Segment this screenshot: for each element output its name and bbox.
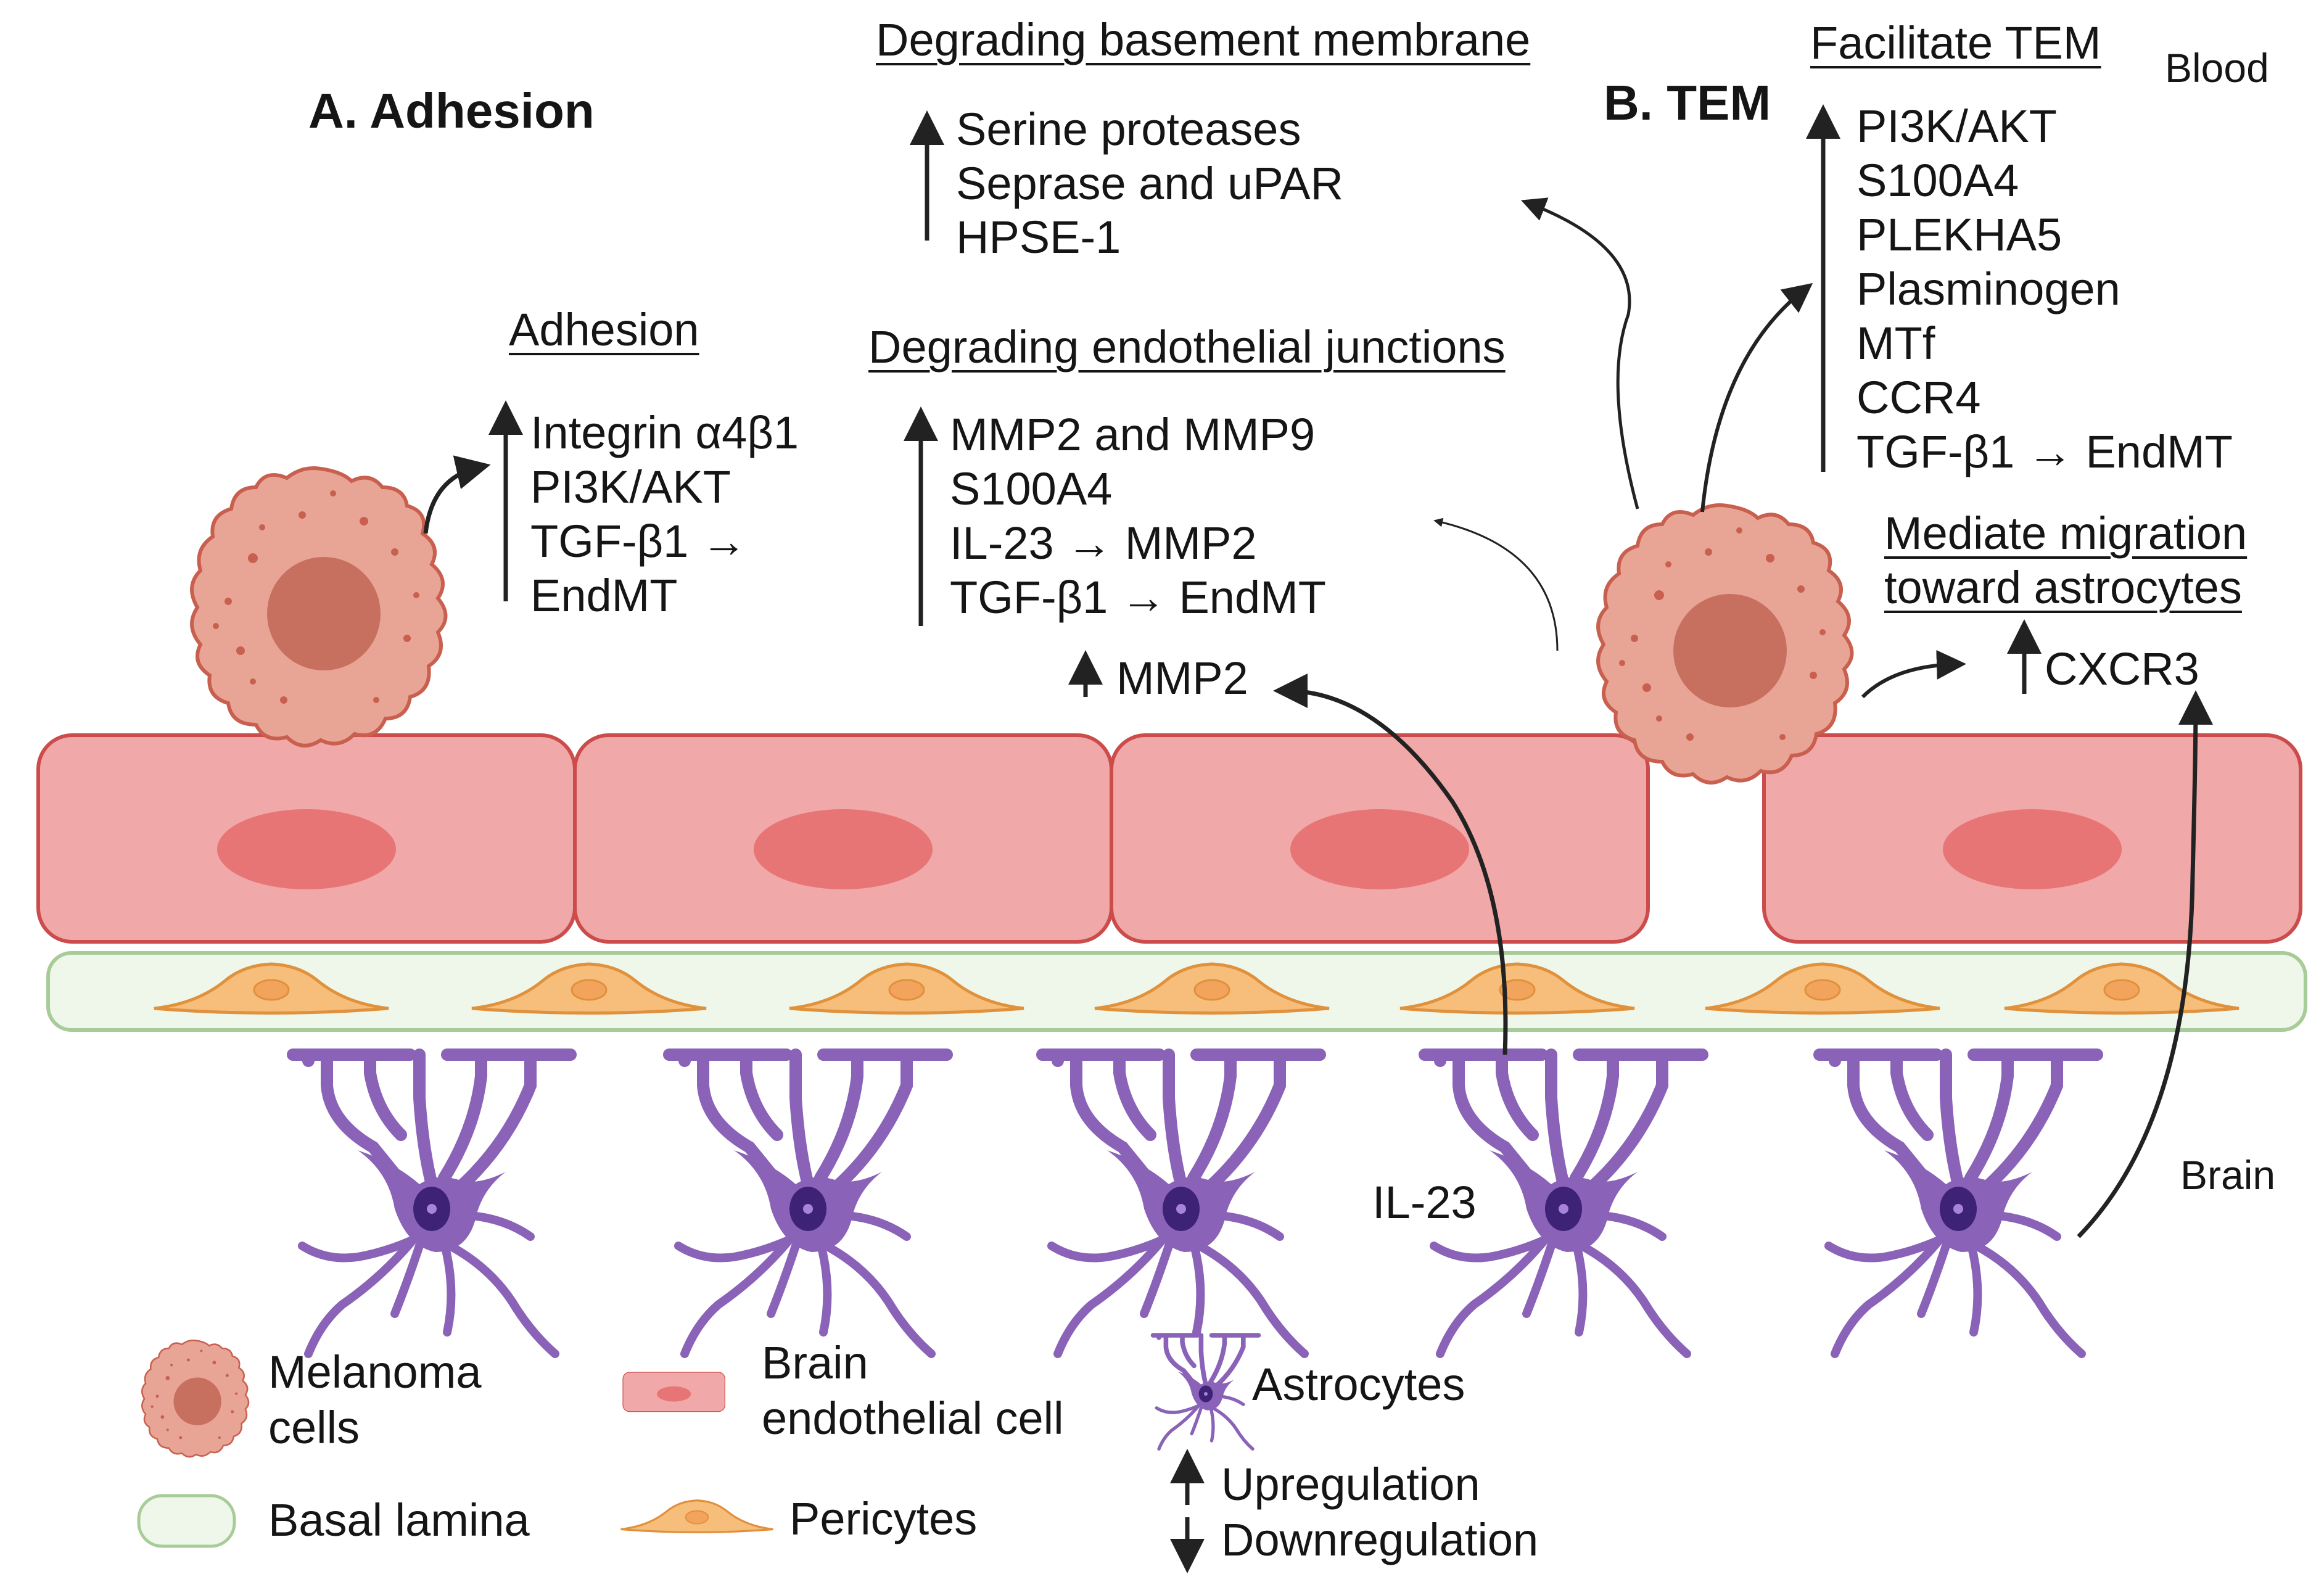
arrow-to-degrading-ej <box>1433 517 1559 651</box>
endothelial-cell <box>575 735 1111 942</box>
astrocyte <box>293 1055 571 1354</box>
arrow-to-facilitate-tem <box>1700 282 1813 513</box>
astrocyte <box>669 1055 947 1354</box>
bm-item: Serine proteases <box>956 104 1301 155</box>
legend-endothelial-label-1: Brain <box>762 1337 868 1388</box>
bm-item: Seprase and uPAR <box>956 158 1344 209</box>
ej-item: MMP2 and MMP9 <box>950 409 1316 460</box>
legend-downregulation-label: Downregulation <box>1221 1514 1539 1565</box>
legend-melanoma-label-2: cells <box>268 1402 360 1453</box>
legend-pericytes-label: Pericytes <box>789 1493 978 1544</box>
arrow-to-migration <box>1861 649 1966 699</box>
tem-item: MTf <box>1856 318 1935 369</box>
legend-endothelial-icon <box>622 1372 725 1412</box>
endothelial-cell <box>38 735 575 942</box>
legend-astrocytes-label: Astrocytes <box>1252 1359 1465 1410</box>
migration-item-cxcr3: CXCR3 <box>2045 643 2199 694</box>
ej-item: S100A4 <box>950 463 1113 514</box>
legend-basal-lamina-label: Basal lamina <box>268 1494 530 1546</box>
ej-item: TGF-β1 → EndMT <box>950 572 1326 623</box>
adhesion-item: PI3K/AKT <box>530 461 731 513</box>
tem-item: PLEKHA5 <box>1856 209 2062 260</box>
heading-degrading-endothelial-junctions: Degrading endothelial junctions <box>868 321 1506 373</box>
astrocyte <box>1819 1055 2097 1354</box>
endothelial-cell <box>1111 735 1648 942</box>
heading-mediate-migration-line1: Mediate migration <box>1884 508 2248 559</box>
arrow-to-adhesion <box>423 455 491 534</box>
tem-item: PI3K/AKT <box>1856 101 2057 152</box>
heading-degrading-basement-membrane: Degrading basement membrane <box>876 14 1531 65</box>
bm-item: HPSE-1 <box>956 212 1121 263</box>
legend-melanoma-label-1: Melanoma <box>268 1346 482 1398</box>
legend-endothelial-label-2: endothelial cell <box>762 1393 1064 1444</box>
legend-pericyte-icon <box>619 1499 775 1534</box>
arrow-il23-to-mmp2 <box>1273 674 1508 1055</box>
adhesion-item: TGF-β1 → <box>530 516 747 567</box>
tem-item: CCR4 <box>1856 372 1981 423</box>
adhesion-item: EndMT <box>530 570 678 621</box>
tem-item: TGF-β1 → EndMT <box>1856 426 2233 477</box>
heading-facilitate-tem: Facilitate TEM <box>1810 17 2101 68</box>
adhesion-item: Integrin α4β1 <box>530 407 799 458</box>
melanoma-cell-tem <box>1598 505 1852 783</box>
legend-upregulation-label: Upregulation <box>1221 1459 1480 1510</box>
ej-mmp2-label: MMP2 <box>1116 653 1248 704</box>
astrocyte <box>1042 1055 1320 1354</box>
heading-adhesion: Adhesion <box>509 304 699 355</box>
il23-label: IL-23 <box>1372 1177 1477 1228</box>
tem-item: Plasminogen <box>1856 263 2120 315</box>
endothelial-cell <box>1764 735 2301 942</box>
legend-melanoma-icon <box>141 1339 250 1458</box>
heading-mediate-migration-line2: toward astrocytes <box>1884 562 2242 613</box>
panel-title-adhesion: A. Adhesion <box>308 83 595 138</box>
arrow-to-degrading-bm <box>1521 197 1639 509</box>
panel-title-tem: B. TEM <box>1604 75 1771 130</box>
melanoma-cell-adhesion <box>192 468 445 746</box>
region-label-brain: Brain <box>2180 1152 2276 1198</box>
region-label-blood: Blood <box>2165 45 2269 91</box>
arrow-brain-to-cxcr3 <box>2077 690 2213 1238</box>
ej-item: IL-23 → MMP2 <box>950 517 1257 569</box>
tem-item: S100A4 <box>1856 155 2019 206</box>
legend-astrocyte-icon <box>1153 1335 1259 1449</box>
legend-basal-lamina-icon <box>137 1494 236 1548</box>
